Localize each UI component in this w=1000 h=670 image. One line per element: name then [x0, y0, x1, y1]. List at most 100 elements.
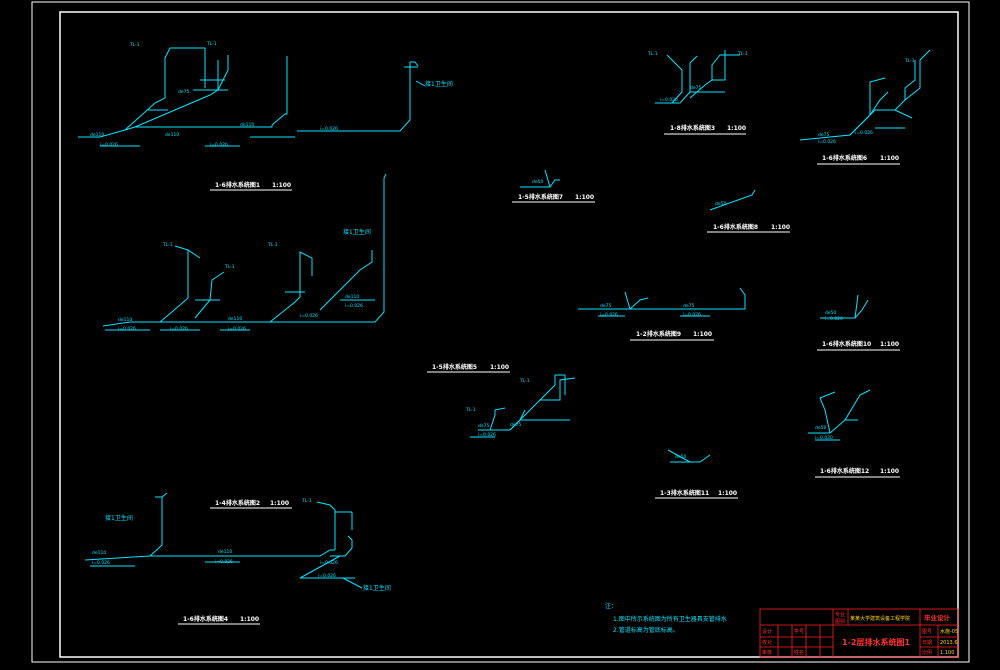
- notes-line-2: 2.管道标高为管底标高。: [613, 626, 679, 634]
- caption-3: 1-8排水系统图3: [670, 124, 715, 132]
- caption-3-scale: 1:100: [727, 125, 746, 132]
- caption-10: 1-6排水系统图10: [822, 340, 871, 348]
- d3-toilet-note-2: 接1卫生间: [363, 584, 391, 592]
- tb-right-2-val: 2013.6: [940, 640, 958, 646]
- d2-slope-label-4: i=0.026: [300, 313, 318, 319]
- caption-8: 1-6排水系统图8: [713, 223, 758, 231]
- d2-slope-label-2: i=0.026: [170, 326, 188, 332]
- title-block: 专业 图别 某某大学建筑设备工程学院 1-2层排水系统图1 毕业设计 设计 校对…: [759, 608, 959, 658]
- caption-12-scale: 1:100: [880, 468, 899, 475]
- caption-11-scale: 1:100: [718, 490, 737, 497]
- sheet-inner-border: [59, 11, 959, 658]
- drm-label-2: i=0.026: [600, 312, 618, 318]
- system-diagram-2: de110 i=0.026 i=0.026 de110 i=0.026 i=0.…: [102, 173, 387, 332]
- caption-1-scale: 1:100: [272, 182, 291, 189]
- sheet-outer-border: [31, 1, 970, 663]
- tb-mid2-1: 学号: [794, 628, 804, 635]
- tb-right-1-val: 水施-05: [940, 628, 958, 635]
- caption-12: 1-6排水系统图12: [820, 467, 869, 475]
- drm-label-6: de50: [675, 454, 686, 460]
- dtr-tag: TL-1: [647, 51, 658, 57]
- tb-right-2-key: 日期: [922, 640, 932, 646]
- caption-6-scale: 1:100: [880, 155, 899, 162]
- dtr-tag-3: TL-1: [904, 58, 915, 64]
- system-diagram-right-mid: de75 i=0.026 de75 i=0.026 de50 de50: [578, 189, 756, 463]
- drm-label-4: i=0.026: [683, 312, 701, 318]
- caption-10-scale: 1:100: [880, 341, 899, 348]
- tb-drawing-title: 1-2层排水系统图1: [842, 637, 910, 647]
- caption-7: 1-5排水系统图7: [518, 193, 563, 201]
- tb-row-2-key: 校对: [762, 639, 772, 646]
- d3-slope-label: i=0.026: [92, 560, 110, 566]
- d3-toilet-note: 接1卫生间: [105, 514, 133, 522]
- drl-label-1: de50: [825, 310, 836, 316]
- d3-slope-label-3: i=0.026: [320, 560, 338, 566]
- caption-4: 1-6排水系统图4: [183, 615, 228, 623]
- caption-4-scale: 1:100: [240, 616, 259, 623]
- d1-slope-label-2: i=0.026: [210, 142, 228, 148]
- drl-label-4: i=0.020: [815, 435, 833, 441]
- d3-slope-label-4: i=0.026: [318, 573, 336, 579]
- system-diagram-center: de50 de75 i=0.026 TL-1 TL-1 de75: [465, 169, 576, 438]
- d2-toilet-note: 接1卫生间: [343, 228, 371, 236]
- d1-dn-label-2: de110: [165, 132, 179, 138]
- caption-8-scale: 1:100: [771, 224, 790, 231]
- caption-6: 1-6排水系统图6: [822, 154, 867, 162]
- dtr-label-3: de75: [818, 132, 829, 138]
- tb-mid-label-2: 图别: [835, 618, 845, 625]
- caption-11: 1-3排水系统图11: [660, 489, 709, 497]
- tb-right-3-key: 比例: [922, 649, 932, 656]
- d2-tag-2: TL-1: [224, 264, 235, 270]
- tb-mid-label-1: 专业: [835, 611, 845, 618]
- d1-slope-label-3: i=0.026: [320, 126, 338, 132]
- d1-tag-2: TL-1: [206, 41, 217, 47]
- tb-right-3-val: 1:100: [940, 650, 954, 656]
- system-diagram-1: de110 i=0.026 de110 i=0.026 de110 TL-1 T…: [78, 41, 453, 148]
- dc-label-4: de75: [510, 422, 521, 428]
- caption-7-scale: 1:100: [575, 194, 594, 201]
- d2-tag-3: TL-1: [267, 242, 278, 248]
- notes-line-1: 1.图中所示系统图为所有卫生器具支管排水: [613, 615, 727, 623]
- system-diagram-3: de110 i=0.026 de110 i=0.026 i=0.026 i=0.…: [84, 492, 391, 592]
- d3-dn-label: de110: [92, 550, 106, 556]
- dc-label-2: de75: [478, 423, 489, 429]
- d1-slope-label: i=0.026: [100, 142, 118, 148]
- caption-1: 1-6排水系统图1: [215, 181, 260, 189]
- tb-row-1-key: 设计: [762, 628, 772, 635]
- d1-dn-label-4: de75: [178, 89, 189, 95]
- caption-2-scale: 1:100: [270, 500, 289, 507]
- drl-label-2: i=0.020: [825, 316, 843, 322]
- d2-tag: TL-1: [162, 242, 173, 248]
- d1-tag: TL-1: [129, 42, 140, 48]
- d3-tag: TL-1: [301, 498, 312, 504]
- system-diagram-right-lower: de50 i=0.020 de50 i=0.020: [808, 294, 871, 441]
- d3-dn-label-2: de110: [218, 549, 232, 555]
- notes-title: 注：: [605, 602, 617, 610]
- drm-label-5: de50: [715, 201, 726, 207]
- d2-slope-label-3: i=0.026: [228, 326, 246, 332]
- drm-label-3: de75: [683, 303, 694, 309]
- drm-label-1: de75: [600, 303, 611, 309]
- tb-row-3-key: 审核: [762, 649, 772, 656]
- d1-dn-label-3: de110: [240, 122, 254, 128]
- caption-5-scale: 1:100: [490, 364, 509, 371]
- d3-slope-label-2: i=0.026: [215, 559, 233, 565]
- caption-9-scale: 1:100: [693, 331, 712, 338]
- system-diagram-top-right: i=0.026 de75 TL-1 TL-1 de75 i=0.026 i=0.…: [647, 49, 931, 145]
- d2-dn-label-2: de110: [228, 316, 242, 322]
- d1-toilet-note: 接1卫生间: [425, 80, 453, 88]
- dc-label-3: i=0.026: [478, 432, 496, 438]
- tb-mid2-2: 姓名: [794, 649, 804, 656]
- dtr-label-5: i=0.026: [855, 130, 873, 136]
- caption-5: 1-5排水系统图5: [432, 363, 477, 371]
- dtr-label-1: i=0.026: [660, 97, 678, 103]
- dtr-label-4: i=0.026: [818, 139, 836, 145]
- d1-dn-label: de110: [90, 132, 104, 138]
- dtr-label-2: de75: [690, 85, 701, 91]
- dc-label-1: de50: [532, 179, 543, 185]
- tb-school: 某某大学建筑设备工程学院: [850, 615, 910, 622]
- d2-slope-label-5: i=0.026: [345, 303, 363, 309]
- caption-2: 1-4排水系统图2: [215, 499, 260, 507]
- dc-tag: TL-1: [465, 407, 476, 413]
